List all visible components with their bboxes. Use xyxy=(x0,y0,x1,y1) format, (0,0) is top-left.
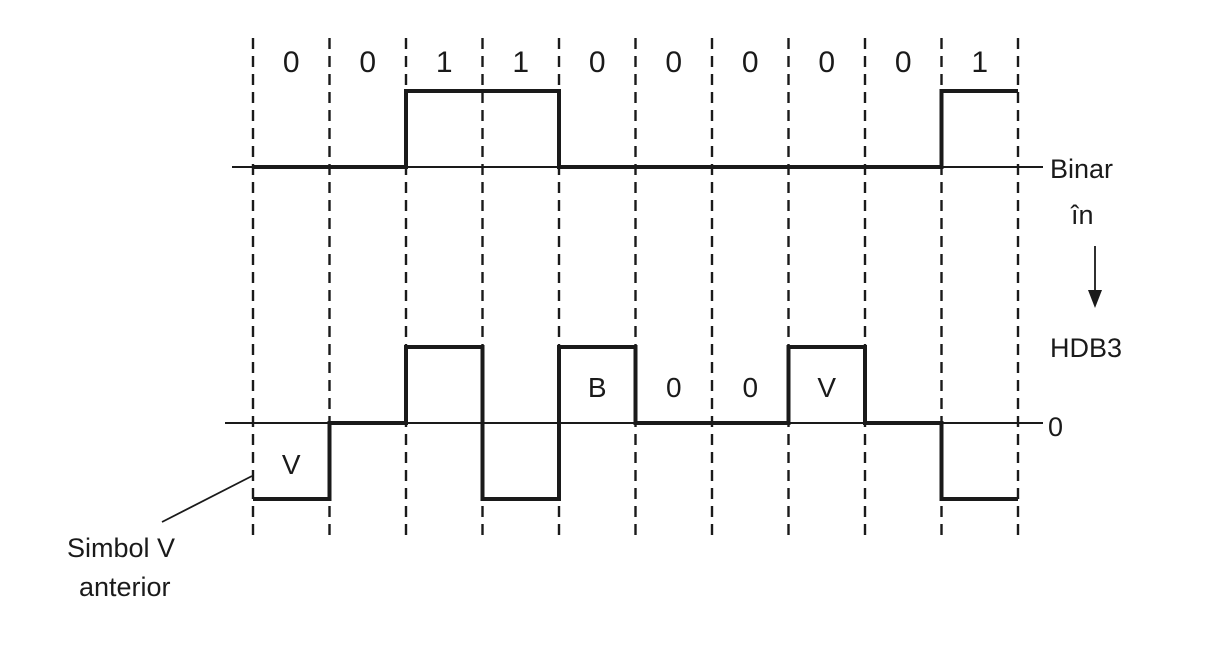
hdb3-symbol-label: 0 xyxy=(666,372,682,403)
hdb3-waveform xyxy=(253,345,1018,501)
previous-v-label-line1: Simbol V xyxy=(67,533,175,563)
bit-boundary-guides xyxy=(251,38,1020,540)
bit-label: 0 xyxy=(818,46,835,79)
bit-label: 0 xyxy=(589,46,606,79)
binary-waveform xyxy=(253,89,1018,169)
hdb3-symbol-label: B xyxy=(588,372,607,403)
bit-label: 0 xyxy=(742,46,759,79)
bit-label: 0 xyxy=(895,46,912,79)
zero-level-label: 0 xyxy=(1048,412,1063,442)
bit-label: 0 xyxy=(283,46,300,79)
bit-label: 1 xyxy=(512,46,529,79)
previous-v-label-line2: anterior xyxy=(79,572,171,602)
hdb3-symbol-label: 0 xyxy=(742,372,758,403)
previous-v-pointer xyxy=(161,475,253,523)
bit-label: 1 xyxy=(971,46,988,79)
bit-label: 0 xyxy=(359,46,376,79)
binary-label-line1: Binar xyxy=(1050,154,1113,184)
hdb3-symbol-label: V xyxy=(282,449,301,480)
hdb3-label: HDB3 xyxy=(1050,333,1122,363)
binary-label-line2: în xyxy=(1070,200,1094,230)
bit-label: 1 xyxy=(436,46,453,79)
bit-label: 0 xyxy=(665,46,682,79)
hdb3-symbol-label: V xyxy=(817,372,836,403)
binary-bit-labels: 0 0 1 1 0 0 0 0 0 1 xyxy=(283,46,988,79)
down-arrow-icon xyxy=(1088,246,1102,308)
